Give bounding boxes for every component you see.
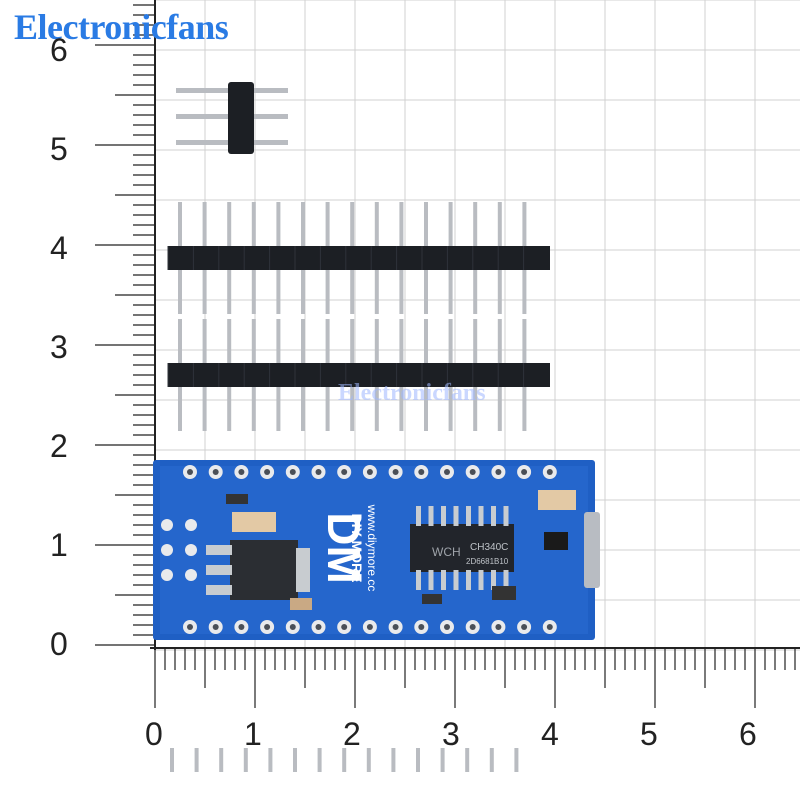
left-ruler-label: 3 xyxy=(50,329,68,365)
brand-watermark: Electronicfans xyxy=(14,7,229,47)
capacitor xyxy=(538,490,576,510)
board-url-text: www.diymore.cc xyxy=(365,504,379,592)
bottom-ruler-label: 6 xyxy=(739,716,757,752)
left-ruler xyxy=(95,0,156,650)
voltage-regulator xyxy=(206,540,310,600)
nano-board: DM DIY MORE www.diymore.cc CH340C 2D6681… xyxy=(153,460,600,640)
board-brand-text: DIY MORE xyxy=(349,514,365,583)
left-ruler-label: 2 xyxy=(50,428,68,464)
smd-part xyxy=(544,532,568,550)
chip-logo: WCH xyxy=(432,545,461,559)
pin-header-strip-top xyxy=(167,202,550,314)
left-ruler-label: 5 xyxy=(50,131,68,167)
usb-connector xyxy=(584,512,600,588)
left-ruler-label: 0 xyxy=(50,626,68,662)
left-ruler-label: 6 xyxy=(50,32,68,68)
loose-pins xyxy=(170,748,519,772)
bottom-ruler-label: 1 xyxy=(244,716,262,752)
chip-code: 2D6681B10 xyxy=(466,557,509,566)
left-ruler-label: 4 xyxy=(50,230,68,266)
bottom-ruler xyxy=(150,647,800,708)
smd-part xyxy=(226,494,248,504)
bottom-ruler-label: 0 xyxy=(145,716,163,752)
board-pads xyxy=(161,465,557,634)
chip-label: CH340C xyxy=(470,542,508,553)
pin-header-strip-bottom xyxy=(167,319,550,431)
capacitor xyxy=(232,512,276,532)
resistor xyxy=(290,598,312,610)
diymore-logo: DM xyxy=(318,512,370,584)
smd-part xyxy=(492,586,516,600)
bottom-ruler-label: 3 xyxy=(442,716,460,752)
bottom-ruler-label: 2 xyxy=(343,716,361,752)
three-pin-header xyxy=(176,82,288,154)
bottom-ruler-label: 4 xyxy=(541,716,559,752)
left-ruler-label: 1 xyxy=(50,527,68,563)
usb-serial-chip xyxy=(410,506,514,590)
bottom-ruler-label: 5 xyxy=(640,716,658,752)
overlay-watermark: Electronicfans xyxy=(338,380,486,406)
smd-part xyxy=(422,594,442,604)
